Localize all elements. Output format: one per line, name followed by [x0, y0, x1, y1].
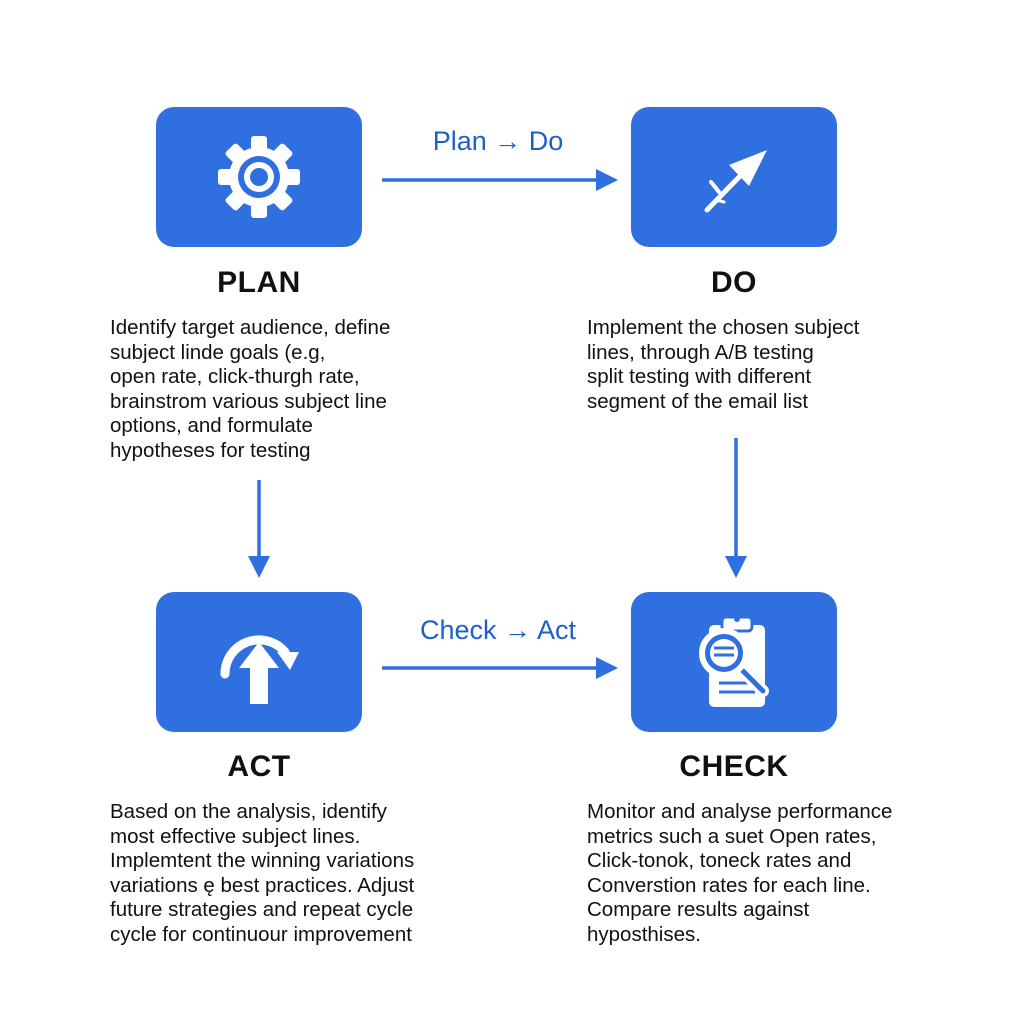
clipboard-search-icon [699, 615, 769, 707]
check-description: Monitor and analyse performance metrics … [587, 800, 892, 947]
act-card[interactable] [156, 592, 362, 732]
check-to-act-label: Check → Act [419, 615, 577, 645]
act-description-line: variations ę best practices. Adjust [110, 873, 415, 897]
plan-card[interactable] [156, 107, 362, 247]
check-description-line: Click-tonok, toneck rates and [587, 849, 852, 872]
do-description-line: lines, through A/B testing [587, 340, 814, 364]
check-description-line: Monitor and analyse performance [587, 800, 893, 823]
do-description-line: split testing with different [587, 365, 812, 388]
do-description-line: Implement the chosen subject [587, 316, 860, 339]
plan-description-line: subject linde goals (e.g, [110, 340, 326, 364]
plan-description-line: options, and formulate [110, 414, 313, 437]
do-description: Implement the chosen subject lines, thro… [587, 316, 859, 414]
plan-description-line: brainstrom various subject line [110, 389, 387, 413]
act-description-line: cycle for continuour improvement [110, 922, 412, 946]
check-card[interactable] [631, 592, 837, 732]
act-description-line: Implemtent the winning variations [110, 849, 415, 872]
plan-description-line: hypotheses for testing [110, 438, 311, 462]
check-description-line: Compare results against [587, 898, 810, 921]
cycle-arrow-icon [220, 635, 299, 704]
plan-description-line: open rate, click-thurgh rate, [110, 365, 360, 388]
plan-description-line: Identify target audience, define [110, 316, 391, 339]
plan-title: PLAN [217, 266, 301, 299]
do-card[interactable] [631, 107, 837, 247]
check-title: CHECK [679, 750, 789, 783]
act-description-line: Based on the analysis, identify [110, 800, 387, 823]
check-description-line: hyposthises. [587, 922, 701, 946]
act-description-line: most effective subject lines. [110, 824, 361, 848]
do-title: DO [711, 266, 757, 299]
act-title: ACT [227, 750, 291, 783]
plan-description: Identify target audience, define subject… [110, 316, 390, 463]
gear-icon [218, 136, 300, 218]
act-description-line: future strategies and repeat cycle [110, 898, 414, 921]
send-arrow-icon [704, 150, 767, 213]
check-description-line: metrics such a suet Open rates, [587, 824, 877, 848]
act-description: Based on the analysis, identify most eff… [110, 800, 414, 947]
do-description-line: segment of the email list [587, 389, 809, 413]
plan-to-do-label: Plan → Do [432, 126, 564, 156]
check-description-line: Converstion rates for each line. [587, 873, 871, 897]
